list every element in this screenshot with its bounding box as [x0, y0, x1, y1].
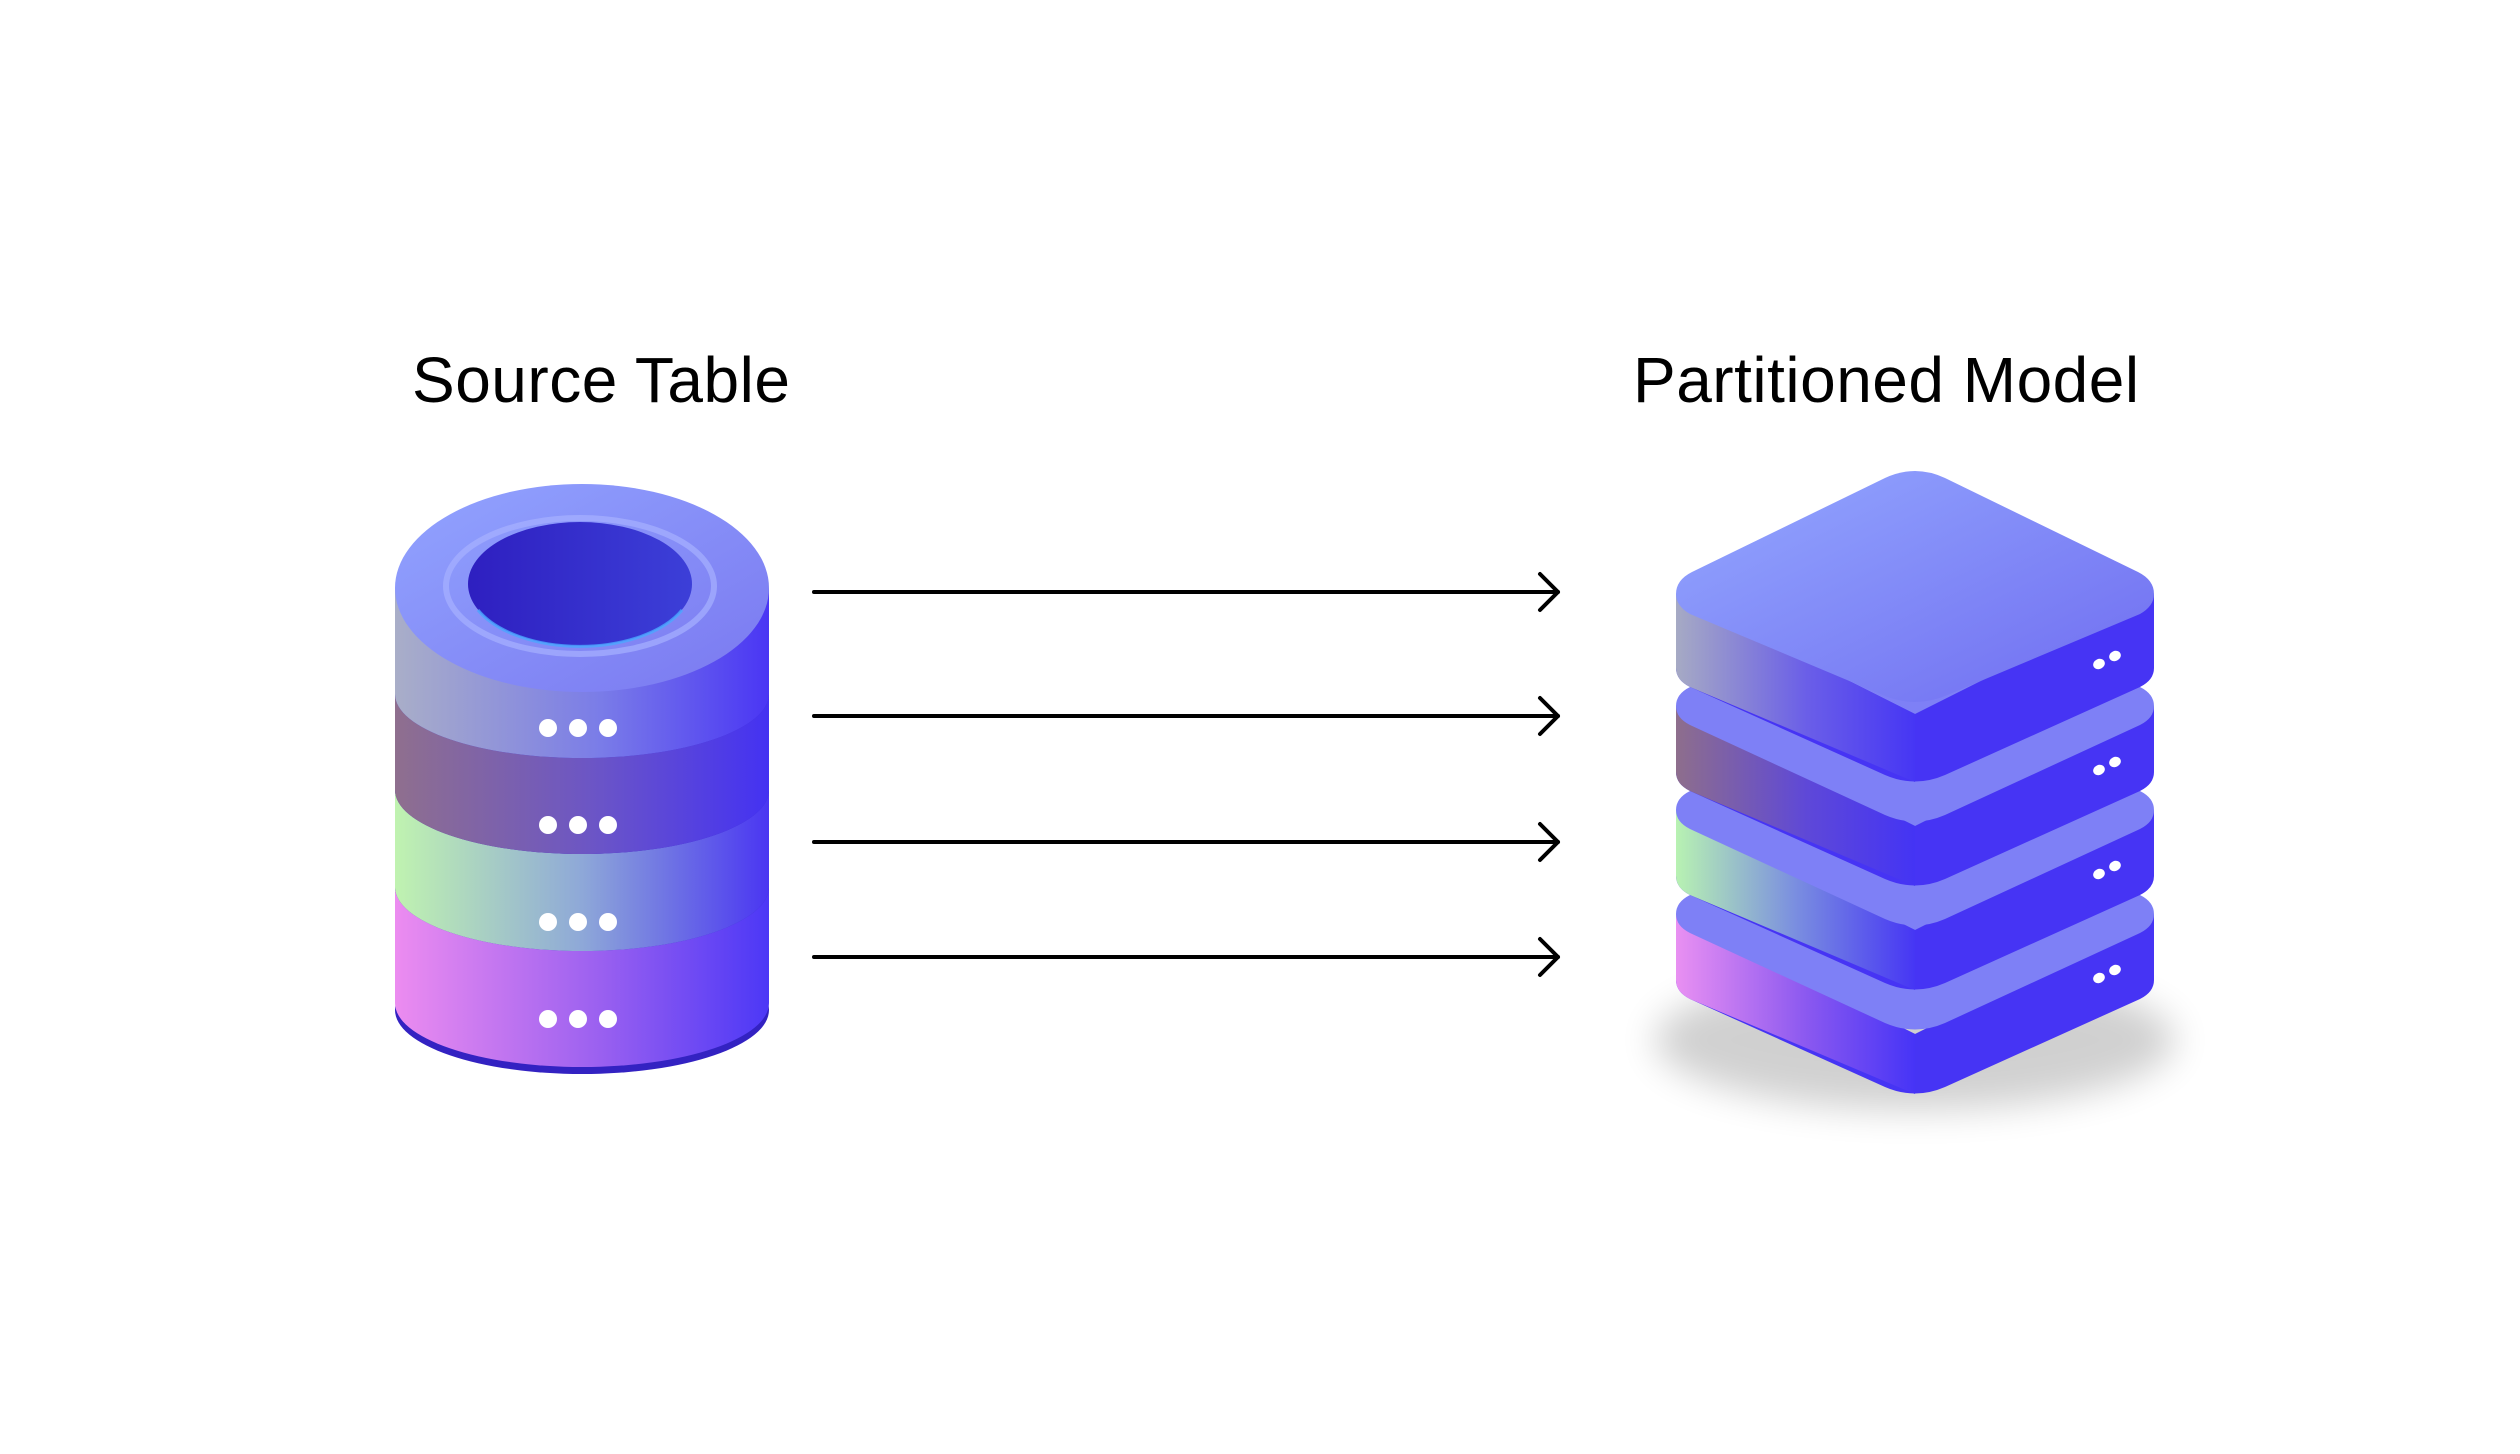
partitioned-model-label: Partitioned Model	[1633, 344, 2140, 416]
source-table-label: Source Table	[412, 344, 791, 416]
arrows-group	[812, 572, 1560, 977]
arrow-right-icon	[812, 572, 1560, 612]
server-stack-icon	[1655, 471, 2175, 1110]
arrow-right-icon	[812, 822, 1560, 862]
database-cylinder-icon	[395, 484, 769, 1074]
arrow-right-icon	[812, 937, 1560, 977]
partition-layer-1	[1676, 471, 2154, 782]
arrow-right-icon	[812, 696, 1560, 736]
